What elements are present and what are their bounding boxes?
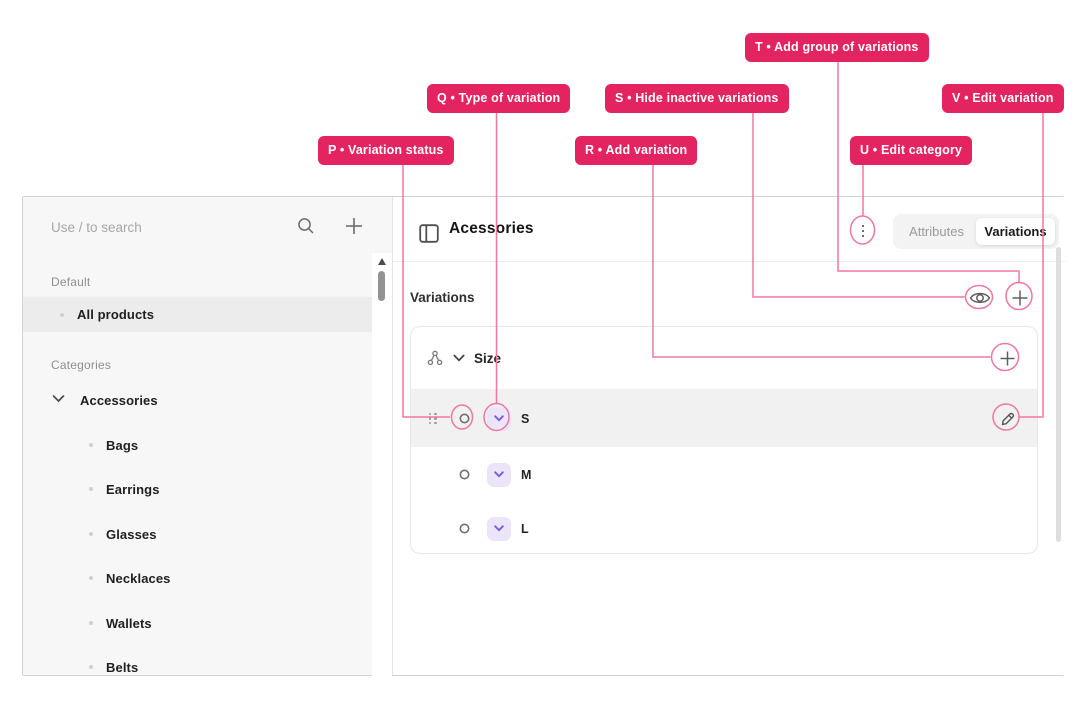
variation-status-icon[interactable] xyxy=(459,523,470,534)
sidebar-item-label: All products xyxy=(77,307,155,322)
plus-icon xyxy=(1012,290,1028,306)
bullet-dot-icon xyxy=(89,487,93,491)
shortcut-label-s: S • Hide inactive variations xyxy=(605,84,789,113)
tab-group: Attributes Variations xyxy=(893,214,1059,249)
main-header: Acessories Attributes Variations xyxy=(393,197,1065,262)
search-button[interactable] xyxy=(297,217,315,235)
variation-status-icon[interactable] xyxy=(459,413,470,424)
toggle-sidebar-button[interactable] xyxy=(419,224,439,243)
variation-row-s[interactable]: S xyxy=(411,390,1037,447)
sidebar-item-label: Belts xyxy=(106,659,139,675)
bullet-dot-icon xyxy=(89,576,93,580)
chevron-down-icon xyxy=(494,525,504,532)
add-variation-button[interactable] xyxy=(995,346,1019,370)
search-icon xyxy=(297,217,315,235)
sidebar-item-belts[interactable]: Belts xyxy=(23,650,373,684)
tab-attributes[interactable]: Attributes xyxy=(909,224,964,239)
shortcut-label-q: Q • Type of variation xyxy=(427,84,571,113)
section-label-default: Default xyxy=(51,275,91,289)
scroll-up-arrow-icon[interactable] xyxy=(378,258,386,265)
variations-card: Size xyxy=(410,326,1038,554)
variation-type-dropdown[interactable] xyxy=(487,462,511,487)
bullet-dot-icon xyxy=(89,665,93,669)
sidebar-item-label: Glasses xyxy=(106,526,157,542)
sidebar-item-label: Bags xyxy=(106,437,139,453)
bullet-dot-icon xyxy=(89,532,93,536)
bullet-dot-icon xyxy=(89,443,93,447)
hide-inactive-variations-button[interactable] xyxy=(968,289,992,307)
variation-label: L xyxy=(521,521,529,536)
variation-status-icon[interactable] xyxy=(459,469,470,480)
variation-group-row-size[interactable]: Size xyxy=(411,327,1037,390)
pencil-icon xyxy=(998,409,1018,429)
variation-label: S xyxy=(521,411,530,426)
chevron-down-icon xyxy=(494,471,504,478)
sidebar-item-glasses[interactable]: Glasses xyxy=(23,517,373,551)
tab-variations[interactable]: Variations xyxy=(976,218,1055,245)
main-panel: Acessories Attributes Variations Variati… xyxy=(393,197,1065,675)
sidebar-item-wallets[interactable]: Wallets xyxy=(23,606,373,640)
app-window: Default All products Categories Accessor… xyxy=(22,196,1065,676)
kebab-menu-icon xyxy=(861,224,865,228)
variation-type-dropdown[interactable] xyxy=(487,516,511,541)
scrollbar-thumb[interactable] xyxy=(378,271,385,301)
variation-row-m[interactable]: M xyxy=(411,447,1037,502)
sidebar-item-earrings[interactable]: Earrings xyxy=(23,472,373,506)
eye-icon xyxy=(968,289,992,307)
sidebar-item-necklaces[interactable]: Necklaces xyxy=(23,561,373,595)
sidebar-item-label: Accessories xyxy=(80,392,158,408)
page-title: Acessories xyxy=(449,220,534,237)
category-menu-button[interactable] xyxy=(856,219,870,243)
hierarchy-icon xyxy=(427,350,443,366)
sidebar-item-accessories[interactable]: Accessories xyxy=(23,383,373,417)
shortcut-label-v: V • Edit variation xyxy=(942,84,1064,113)
edit-variation-button[interactable] xyxy=(998,409,1018,429)
shortcut-label-u: U • Edit category xyxy=(850,136,973,165)
sidebar: Default All products Categories Accessor… xyxy=(23,197,393,676)
shortcut-label-p: P • Variation status xyxy=(318,136,454,165)
plus-icon xyxy=(1000,351,1015,366)
section-label-categories: Categories xyxy=(51,358,112,372)
add-category-button[interactable] xyxy=(345,217,363,235)
sidebar-item-label: Earrings xyxy=(106,481,160,497)
variation-type-dropdown[interactable] xyxy=(487,406,511,431)
sidebar-item-all-products[interactable]: All products xyxy=(23,297,373,332)
shortcut-label-r: R • Add variation xyxy=(575,136,698,165)
plus-icon xyxy=(345,217,363,235)
chevron-down-icon xyxy=(494,415,504,422)
sidebar-scrollbar xyxy=(372,253,392,676)
search-input[interactable] xyxy=(49,212,273,242)
main-scrollbar-thumb[interactable] xyxy=(1056,247,1061,542)
group-name: Size xyxy=(474,350,502,366)
panel-toggle-icon xyxy=(419,224,439,243)
chevron-down-icon[interactable] xyxy=(453,354,465,362)
chevron-down-icon xyxy=(52,394,65,403)
drag-handle-icon[interactable] xyxy=(429,412,437,425)
shortcut-label-t: T • Add group of variations xyxy=(745,33,929,62)
variation-row-l[interactable]: L xyxy=(411,502,1037,553)
bullet-dot-icon xyxy=(89,621,93,625)
sidebar-item-bags[interactable]: Bags xyxy=(23,428,373,462)
sidebar-item-label: Necklaces xyxy=(106,570,171,586)
sidebar-item-label: Wallets xyxy=(106,615,152,631)
variation-label: M xyxy=(521,467,532,482)
bullet-dot-icon xyxy=(60,312,64,317)
variations-section-title: Variations xyxy=(410,290,475,305)
add-group-of-variations-button[interactable] xyxy=(1010,288,1030,308)
